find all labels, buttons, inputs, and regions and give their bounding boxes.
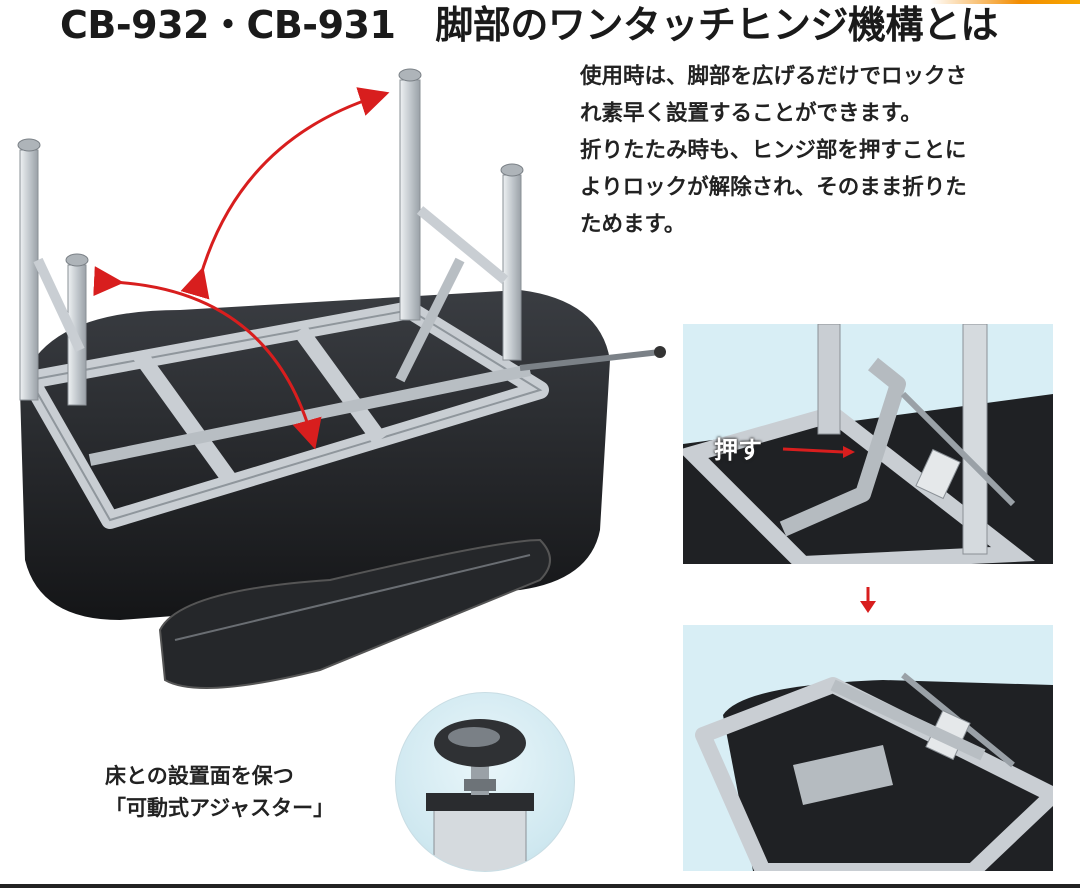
description-line: れ素早く設置することができます。 <box>580 101 922 126</box>
title-heading: 脚部のワンタッチヒンジ機構とは <box>435 3 998 47</box>
description-line: 使用時は、脚部を広げるだけでロックさ <box>580 64 968 89</box>
hinge-detail-folded <box>683 625 1053 871</box>
adjuster-caption-line2: 「可動式アジャスター」 <box>105 796 335 820</box>
description-line: 折りたたみ時も、ヒンジ部を押すことに <box>580 138 967 163</box>
description-line: ためます。 <box>580 212 686 237</box>
page-title: CB-932・CB-931 脚部のワンタッチヒンジ機構とは <box>60 2 998 48</box>
adjuster-closeup <box>395 692 575 872</box>
model-numbers: CB-932・CB-931 <box>60 3 396 47</box>
description-line: よりロックが解除され、そのまま折りた <box>580 175 967 200</box>
folding-chair-illustration <box>17 68 666 689</box>
description-text: 使用時は、脚部を広げるだけでロックさ れ素早く設置することができます。 折りたた… <box>580 58 1070 243</box>
top-accent-bar <box>930 0 1080 4</box>
bottom-divider <box>0 884 1080 888</box>
push-label: 押す <box>714 436 762 464</box>
hinge-detail-locked <box>683 324 1053 564</box>
adjuster-caption: 床との設置面を保つ 「可動式アジャスター」 <box>105 760 334 824</box>
adjuster-caption-line1: 床との設置面を保つ <box>105 764 294 788</box>
arrow-down-icon <box>860 587 876 613</box>
